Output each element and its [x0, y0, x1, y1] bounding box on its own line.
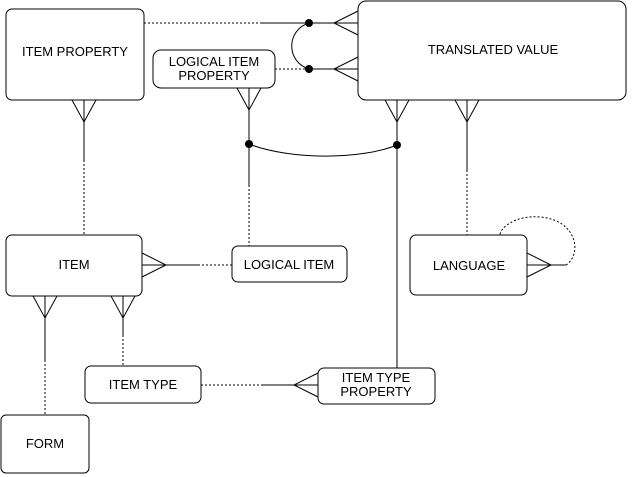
- entity-box[interactable]: [409, 234, 528, 296]
- entity-item-property[interactable]: ITEM PROPERTY: [5, 8, 145, 101]
- exclusive-arc-top: [291, 22, 310, 70]
- junction-dots: [245, 19, 401, 149]
- entity-logical-item[interactable]: LOGICAL ITEM: [231, 245, 348, 283]
- entity-label: FORM: [26, 436, 64, 451]
- entity-language[interactable]: LANGUAGE: [409, 234, 528, 296]
- entity-translated-value[interactable]: TRANSLATED VALUE: [357, 0, 627, 101]
- entity-box[interactable]: [317, 367, 436, 405]
- entity-label: TRANSLATED VALUE: [428, 42, 559, 57]
- exclusive-arc-middle: [248, 143, 398, 157]
- entity-logical-item-property[interactable]: LOGICAL ITEM PROPERTY: [152, 49, 276, 89]
- crowfoot-transval-top: [332, 10, 359, 36]
- entity-label: ITEM TYPE: [109, 377, 178, 392]
- entity-label-line-1: ITEM TYPE: [342, 370, 411, 385]
- crowfoot-transval-mid: [332, 56, 359, 82]
- entity-box[interactable]: [5, 8, 145, 101]
- entity-label-line-2: PROPERTY: [178, 68, 250, 83]
- junction-dot: [245, 140, 253, 148]
- rel-language-recursive-dashed: [499, 216, 576, 266]
- relationship-lines: [44, 22, 576, 415]
- crowfoot-item-right: [141, 252, 168, 278]
- entity-box[interactable]: [357, 0, 627, 101]
- crowfoot-item-bottom-right: [110, 295, 136, 320]
- entity-box[interactable]: [0, 414, 90, 474]
- entity-box[interactable]: [231, 245, 348, 283]
- entity-item-type[interactable]: ITEM TYPE: [84, 365, 202, 404]
- crowfoot-transval-bottom-right: [454, 99, 480, 124]
- junction-dot: [305, 65, 313, 73]
- crows-feet: [32, 10, 553, 398]
- junction-dot: [305, 19, 313, 27]
- entity-label: ITEM PROPERTY: [22, 44, 128, 59]
- entity-label-line-1: LOGICAL ITEM: [169, 54, 260, 69]
- crowfoot-logprop-bottom: [236, 87, 262, 112]
- entity-label: ITEM: [58, 257, 89, 272]
- crowfoot-itemtypeprop-left: [292, 372, 319, 398]
- entity-box[interactable]: [5, 234, 143, 297]
- entity-item[interactable]: ITEM: [5, 234, 143, 297]
- entity-box[interactable]: [84, 365, 202, 404]
- entity-label: LOGICAL ITEM: [244, 257, 335, 272]
- entity-label-line-2: PROPERTY: [340, 384, 412, 399]
- crowfoot-transval-bottom-left: [384, 99, 410, 124]
- crowfoot-itemprop-bottom: [71, 99, 97, 124]
- junction-dot: [393, 141, 401, 149]
- crowfoot-language-right: [526, 252, 553, 278]
- entity-label: LANGUAGE: [433, 258, 506, 273]
- entity-item-type-property[interactable]: ITEM TYPE PROPERTY: [317, 367, 436, 405]
- entity-box[interactable]: [152, 49, 276, 89]
- entity-form[interactable]: FORM: [0, 414, 90, 474]
- crowfoot-item-bottom-left: [32, 295, 58, 320]
